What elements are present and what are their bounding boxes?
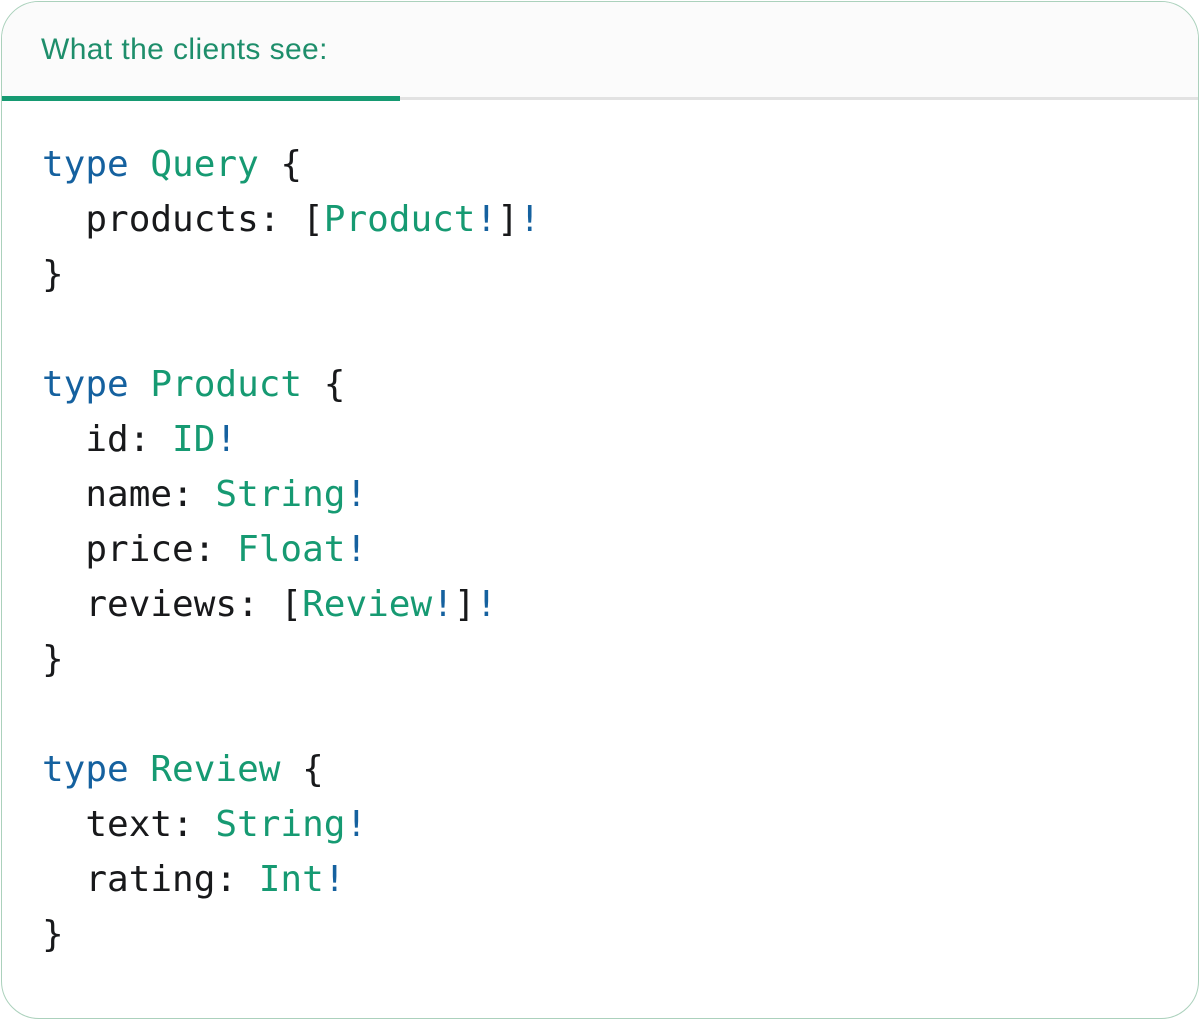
code-line: type Query { <box>42 137 1158 192</box>
code-token: ! <box>345 529 368 570</box>
code-token: ! <box>475 199 498 240</box>
code-token: { <box>280 144 303 185</box>
code-block: type Query { products: [Product!]!}type … <box>2 100 1198 1002</box>
code-line <box>42 687 1158 742</box>
code-token: Review <box>302 584 433 625</box>
code-token: reviews: [ <box>42 584 303 625</box>
code-token: ] <box>453 584 476 625</box>
code-line: type Review { <box>42 742 1158 797</box>
code-token: String <box>215 474 346 515</box>
code-token: Int <box>258 859 324 900</box>
code-token: Float <box>237 529 346 570</box>
code-token: text: <box>42 804 216 845</box>
active-tab-indicator <box>2 96 400 101</box>
code-token: ] <box>497 199 519 240</box>
code-token: } <box>42 639 64 680</box>
code-line: reviews: [Review!]! <box>42 577 1158 632</box>
code-line <box>42 302 1158 357</box>
code-line: } <box>42 907 1158 962</box>
tab-what-clients-see[interactable]: What the clients see: <box>2 2 400 97</box>
code-token: String <box>215 804 346 845</box>
code-line: rating: Int! <box>42 852 1158 907</box>
code-line: } <box>42 247 1158 302</box>
code-token: ID <box>172 419 216 460</box>
code-line: name: String! <box>42 467 1158 522</box>
code-token: Product <box>150 364 324 405</box>
code-line: type Product { <box>42 357 1158 412</box>
code-token: products: [ <box>42 199 324 240</box>
code-token: } <box>42 254 64 295</box>
code-line: } <box>42 632 1158 687</box>
code-token: ! <box>345 474 368 515</box>
code-token: name: <box>42 474 216 515</box>
code-token: ! <box>323 859 346 900</box>
code-token: Product <box>323 199 476 240</box>
code-token: id: <box>42 419 173 460</box>
tab-label: What the clients see: <box>41 32 328 66</box>
code-token: price: <box>42 529 238 570</box>
code-line: text: String! <box>42 797 1158 852</box>
code-token: Review <box>150 749 303 790</box>
code-token: ! <box>518 199 541 240</box>
code-token: ! <box>432 584 454 625</box>
tab-bar: What the clients see: <box>2 2 1198 101</box>
code-token: } <box>42 914 64 955</box>
code-token: ! <box>475 584 498 625</box>
code-token: ! <box>345 804 368 845</box>
code-token: type <box>42 144 151 185</box>
code-line: id: ID! <box>42 412 1158 467</box>
code-token: type <box>42 749 151 790</box>
code-token: ! <box>215 419 238 460</box>
code-token: Query <box>150 144 281 185</box>
code-token: type <box>42 364 151 405</box>
code-line: price: Float! <box>42 522 1158 577</box>
code-token: { <box>323 364 346 405</box>
code-token: { <box>302 749 324 790</box>
code-line: products: [Product!]! <box>42 192 1158 247</box>
code-token: rating: <box>42 859 259 900</box>
